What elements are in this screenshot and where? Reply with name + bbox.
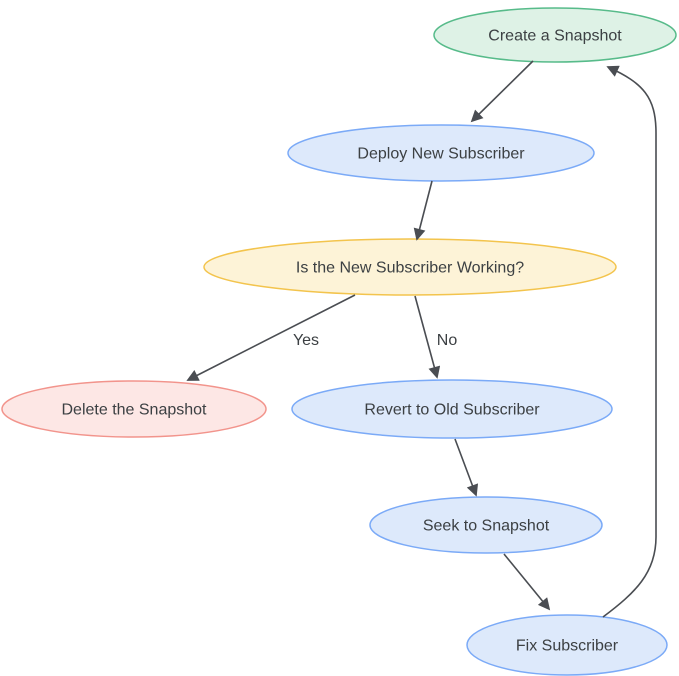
edge-label-working-to-delete: Yes — [293, 332, 319, 349]
node-seek-to-snapshot: Seek to Snapshot — [369, 496, 603, 554]
node-shape-seek-to-snapshot — [369, 496, 603, 554]
node-is-new-subscriber-working: Is the New Subscriber Working? — [203, 238, 617, 296]
edge-seek-to-fix — [503, 553, 551, 611]
node-label-is-new-subscriber-working: Is the New Subscriber Working? — [296, 260, 524, 277]
node-fix-subscriber: Fix Subscriber — [466, 614, 668, 676]
edge-revert-to-seek — [454, 438, 479, 497]
node-deploy-new-subscriber: Deploy New Subscriber — [287, 124, 595, 182]
edge-fix-to-create — [602, 65, 657, 618]
edge-deploy-to-working — [413, 180, 433, 241]
node-shape-create-snapshot — [433, 7, 677, 63]
edge-label-working-to-revert: No — [437, 332, 458, 349]
node-label-create-snapshot: Create a Snapshot — [488, 28, 622, 45]
edge-create-to-deploy — [470, 60, 534, 123]
node-create-snapshot: Create a Snapshot — [433, 7, 677, 63]
node-delete-the-snapshot: Delete the Snapshot — [1, 380, 267, 438]
edge-working-to-delete — [186, 294, 356, 381]
node-revert-to-old-subscriber: Revert to Old Subscriber — [291, 379, 613, 439]
node-shape-delete-the-snapshot — [1, 380, 267, 438]
node-label-seek-to-snapshot: Seek to Snapshot — [423, 518, 550, 535]
node-shape-revert-to-old-subscriber — [291, 379, 613, 439]
node-label-fix-subscriber: Fix Subscriber — [516, 638, 619, 655]
edge-working-to-revert — [414, 295, 441, 379]
node-shape-is-new-subscriber-working — [203, 238, 617, 296]
node-shape-deploy-new-subscriber — [287, 124, 595, 182]
node-label-delete-the-snapshot: Delete the Snapshot — [62, 402, 208, 419]
node-label-deploy-new-subscriber: Deploy New Subscriber — [357, 146, 525, 163]
node-shape-fix-subscriber — [466, 614, 668, 676]
node-label-revert-to-old-subscriber: Revert to Old Subscriber — [364, 402, 540, 419]
